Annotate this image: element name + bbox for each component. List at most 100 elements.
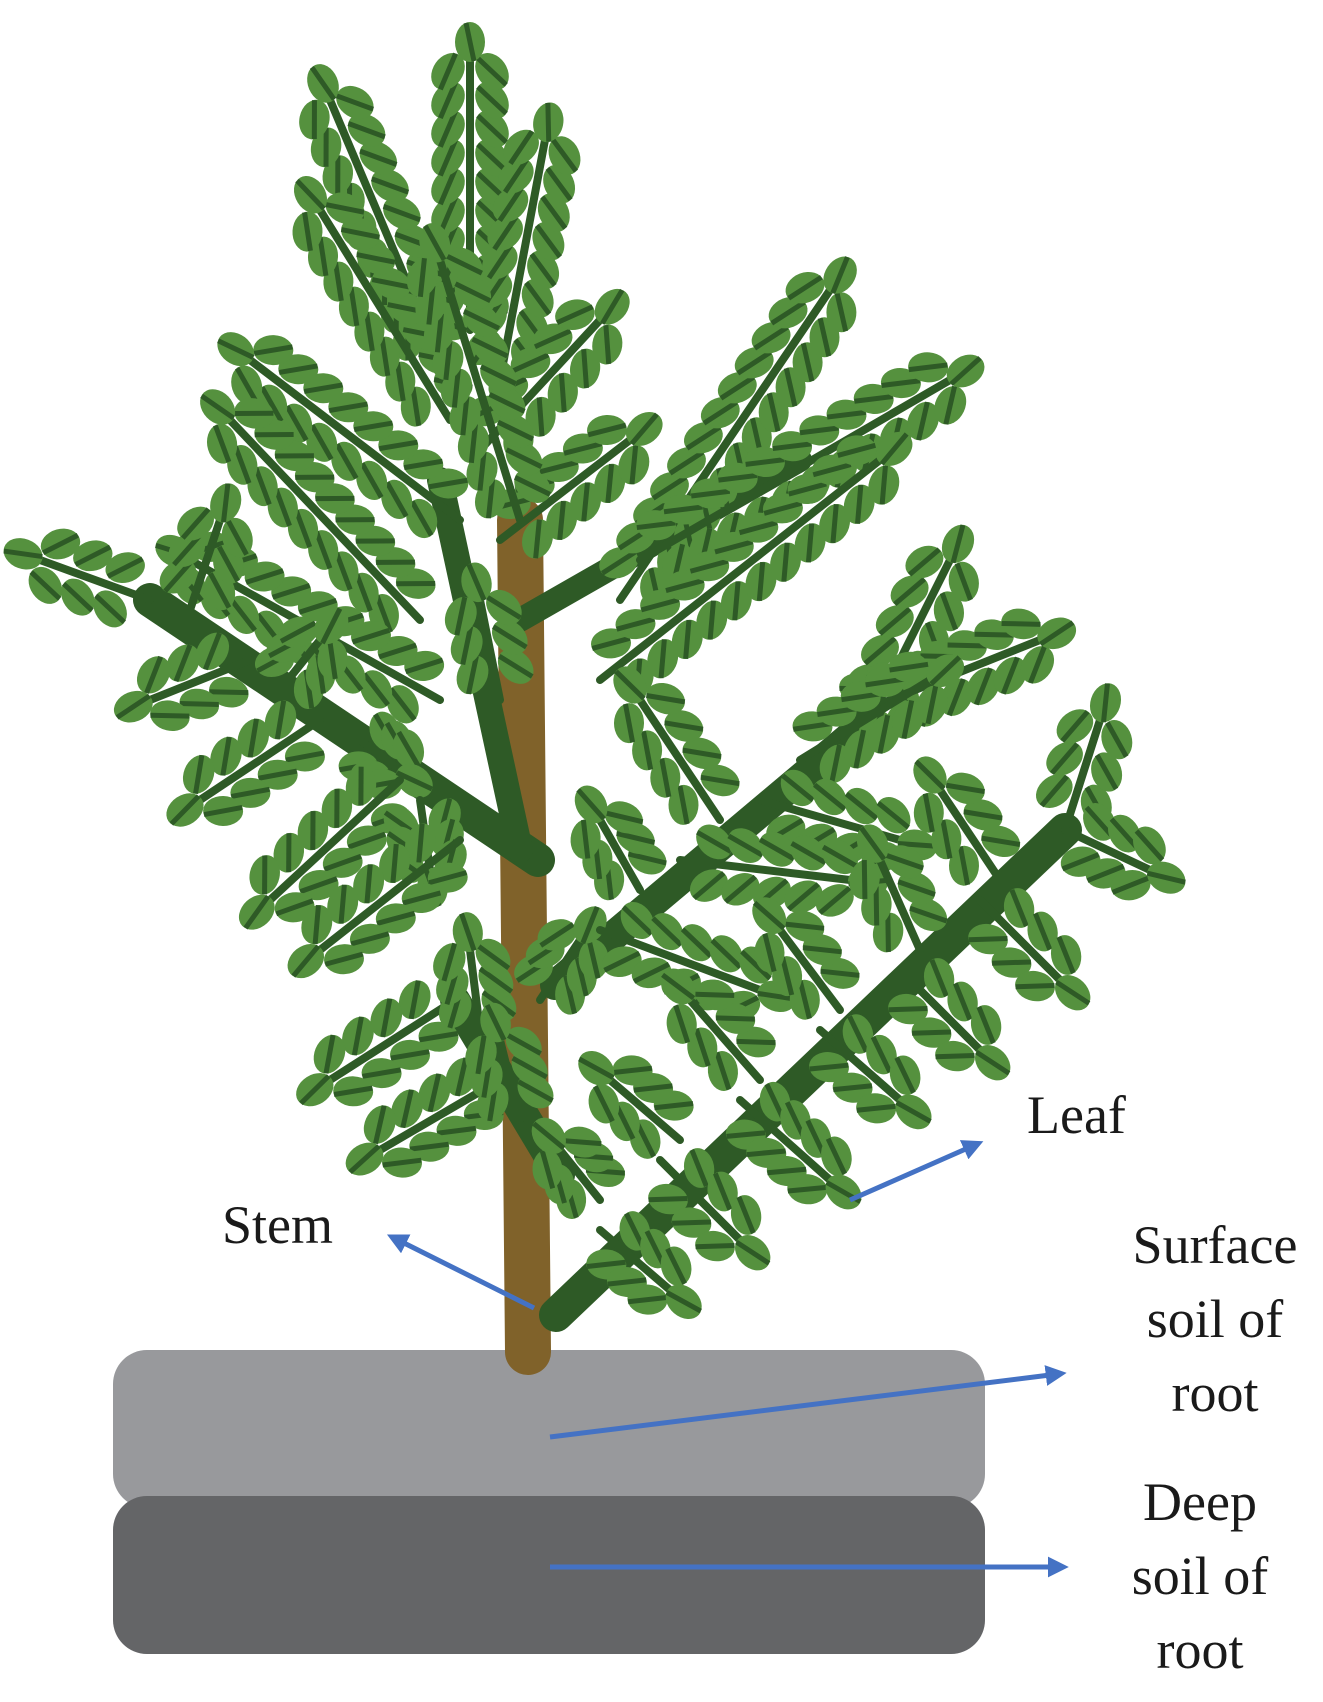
surface-soil-label-line-1: Surface (1132, 1215, 1298, 1275)
leaflet (1055, 975, 1091, 1011)
leaflet (379, 843, 411, 884)
leaflet (935, 1040, 975, 1072)
leaflet (909, 898, 948, 932)
leaflet (1046, 741, 1083, 776)
leaflet (505, 1026, 542, 1062)
leaflet (150, 700, 190, 732)
leaflet (431, 81, 465, 120)
leaflet (843, 484, 875, 524)
leaflet (340, 217, 380, 250)
leaflet (844, 787, 879, 825)
leaflet (665, 1284, 702, 1319)
frond-rachis (496, 1036, 524, 1124)
leaflet (361, 1058, 402, 1089)
leaflet (843, 729, 876, 769)
leaflet (690, 478, 731, 509)
leaflet (335, 85, 374, 120)
leaflet (613, 703, 645, 744)
leaflet (836, 435, 877, 466)
leaflet (911, 1017, 952, 1048)
leaflet (591, 628, 631, 659)
frond-rachis (596, 1226, 674, 1294)
leaflet (445, 247, 483, 282)
frond-rachis (606, 1076, 684, 1144)
leaflet (636, 510, 677, 541)
leaflet (353, 411, 394, 442)
leaflet (738, 512, 779, 543)
frond-rachis (636, 696, 724, 824)
leaflet (923, 958, 955, 998)
leaflet (431, 196, 465, 234)
leaflet (452, 912, 483, 953)
surface-soil-layer (113, 1350, 985, 1508)
leaflet (689, 869, 728, 902)
leaflet (947, 981, 978, 1022)
leaflet (939, 678, 973, 717)
leaflet (650, 913, 684, 951)
leaflet (179, 688, 220, 720)
leaflet (296, 1073, 334, 1107)
leaflet (832, 1072, 873, 1103)
surface-soil-label-line-2: soil of (1146, 1289, 1284, 1349)
leaflet (475, 52, 509, 91)
leaflet (356, 242, 396, 275)
leaflet (700, 764, 740, 797)
leaflet (569, 348, 601, 389)
leaf-arrow (848, 1140, 984, 1203)
leaflet (790, 835, 827, 871)
deep-soil-label-line-2: soil of (1131, 1546, 1269, 1606)
leaflet (615, 609, 656, 640)
leaflet (720, 581, 752, 621)
leaflet (227, 595, 260, 635)
leaflet (166, 644, 200, 683)
leaflet (475, 110, 509, 148)
leaflet (371, 267, 411, 300)
leaflet (391, 1089, 424, 1129)
leaflet (696, 824, 733, 860)
leaflet (1133, 826, 1166, 865)
leaflet (604, 801, 644, 834)
leaflet (505, 441, 543, 476)
frond-rachis (686, 996, 764, 1084)
leaflet (298, 869, 339, 901)
leaflet (946, 354, 985, 388)
leaflet (525, 396, 556, 437)
leaflet (1146, 861, 1186, 894)
leaflet (532, 323, 573, 355)
leaflet (401, 882, 442, 914)
frond-rachis (276, 636, 324, 694)
frond-rachis (896, 966, 984, 1054)
leaflet (993, 656, 1027, 695)
surface-soil-arrow (549, 1365, 1067, 1440)
leaflet (826, 292, 857, 333)
leaflet (360, 670, 393, 709)
leaflet (322, 847, 363, 878)
leaflet (475, 139, 509, 177)
leaflet (532, 1149, 563, 1190)
frond-rachis (246, 356, 464, 524)
leaflet (409, 1131, 450, 1162)
leaflet (695, 979, 735, 1011)
leaflet (707, 1171, 738, 1212)
frond-rachis (596, 816, 644, 894)
leaflet (618, 445, 650, 485)
leaflet (284, 741, 325, 772)
leaflet (632, 730, 663, 771)
leaflet (382, 1147, 422, 1178)
leaflet (287, 944, 325, 979)
leaflet (317, 639, 348, 680)
leaflet (249, 855, 280, 895)
leaflet (1108, 814, 1141, 853)
leaflet (876, 797, 911, 834)
frond-rachis (1061, 716, 1104, 834)
leaflet (431, 167, 465, 206)
leaflet (689, 551, 730, 582)
leaflet (867, 714, 900, 754)
leaflet (768, 296, 808, 329)
leaflet (405, 823, 436, 863)
leaflet (273, 832, 305, 873)
leaflet (1050, 935, 1082, 975)
leaflet (823, 256, 857, 295)
leaflet (820, 957, 860, 989)
leaflet (856, 824, 889, 863)
